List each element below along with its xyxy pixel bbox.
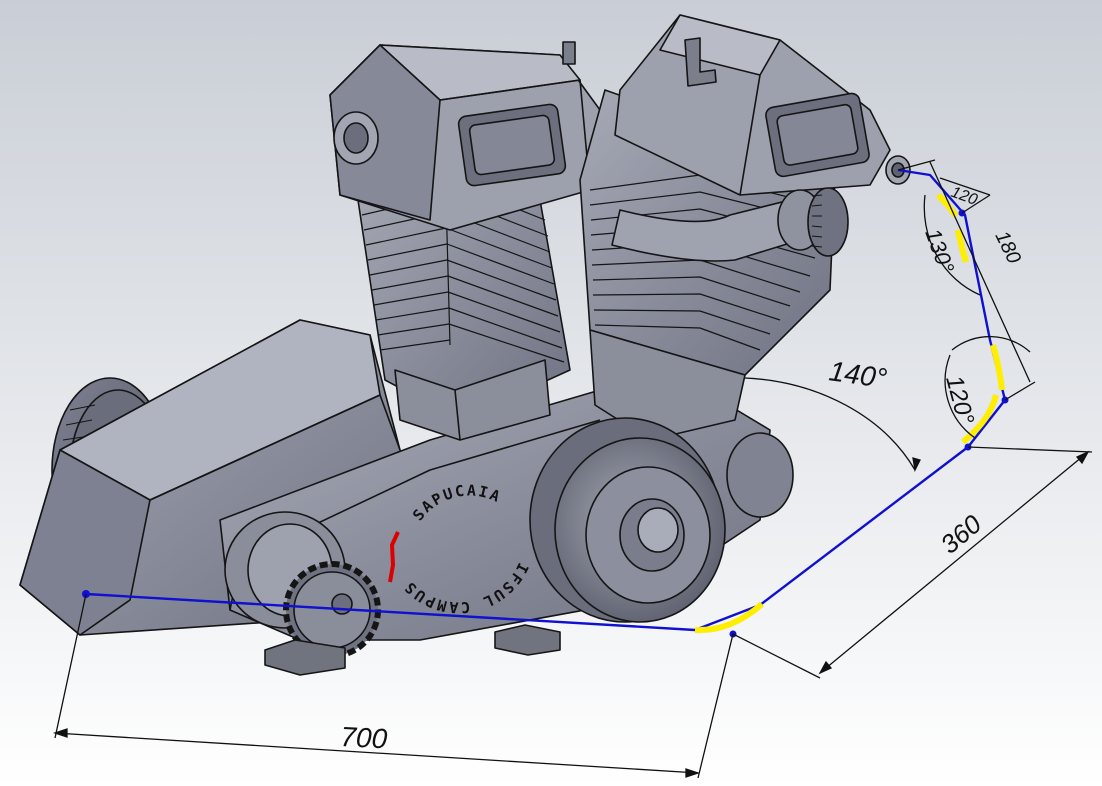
bend-highlight-1 [694,601,764,634]
right-cylinder [579,14,911,441]
cam-cover [726,432,794,518]
bend-highlight-2 [961,394,999,445]
drive-sprocket [283,561,381,659]
mount-foot-left [264,639,346,676]
crankcase-front-face [19,449,151,636]
engine-body [19,14,911,676]
bend-highlight-5 [935,192,959,218]
left-cylinder [329,41,601,441]
bend-highlight-4 [955,229,969,263]
red-marker [388,531,400,583]
dimensions [52,159,1093,779]
mount-foot-right [494,624,561,656]
alternator-pulley [529,417,726,623]
bend-highlight-3 [990,344,1005,391]
dim-700-label[interactable]: 700 [340,721,389,754]
